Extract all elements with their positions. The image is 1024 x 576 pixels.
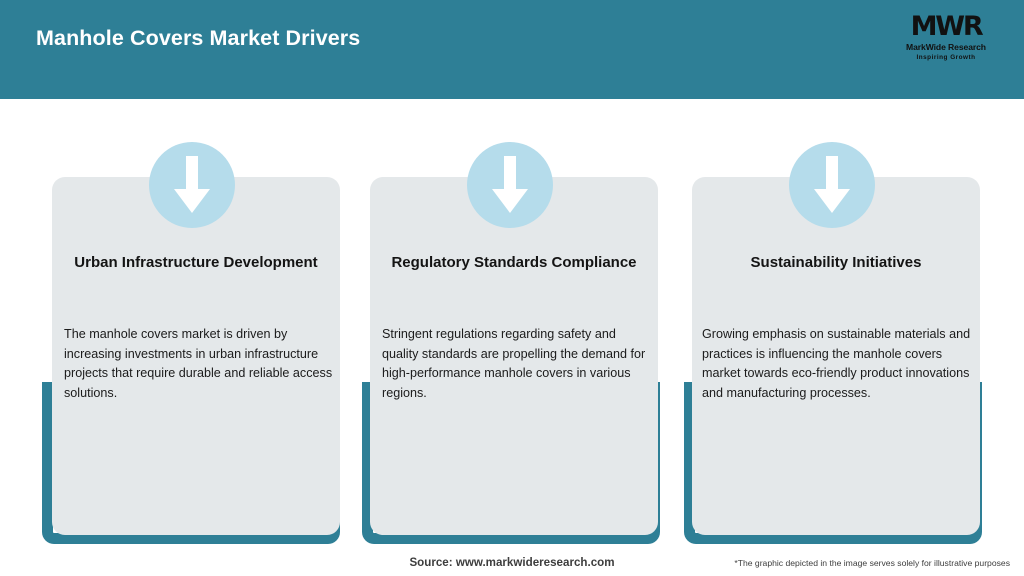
logo-company-name: MarkWide Research (906, 42, 986, 52)
arrow-down-icon (149, 142, 235, 228)
driver-description: Stringent regulations regarding safety a… (382, 327, 646, 400)
page-header: Manhole Covers Market Drivers MWR MarkWi… (0, 0, 1024, 99)
driver-card: Regulatory Standards Compliance Stringen… (370, 177, 658, 535)
illustrative-disclaimer: *The graphic depicted in the image serve… (734, 558, 1010, 568)
company-logo: MWR MarkWide Research Inspiring Growth (890, 12, 1002, 68)
driver-heading: Urban Infrastructure Development (74, 254, 318, 271)
driver-description: The manhole covers market is driven by i… (64, 327, 333, 400)
driver-description: Growing emphasis on sustainable material… (702, 327, 971, 400)
page-title: Manhole Covers Market Drivers (36, 26, 361, 50)
arrow-down-icon (789, 142, 875, 228)
logo-tagline: Inspiring Growth (916, 54, 976, 61)
source-attribution: Source: www.markwideresearch.com (409, 556, 615, 569)
driver-card: Urban Infrastructure Development The man… (52, 177, 340, 535)
logo-monogram: MWR (910, 11, 984, 42)
driver-card: Sustainability Initiatives Growing empha… (692, 177, 980, 535)
driver-heading: Regulatory Standards Compliance (391, 254, 637, 271)
driver-heading: Sustainability Initiatives (750, 254, 922, 271)
arrow-down-icon (467, 142, 553, 228)
